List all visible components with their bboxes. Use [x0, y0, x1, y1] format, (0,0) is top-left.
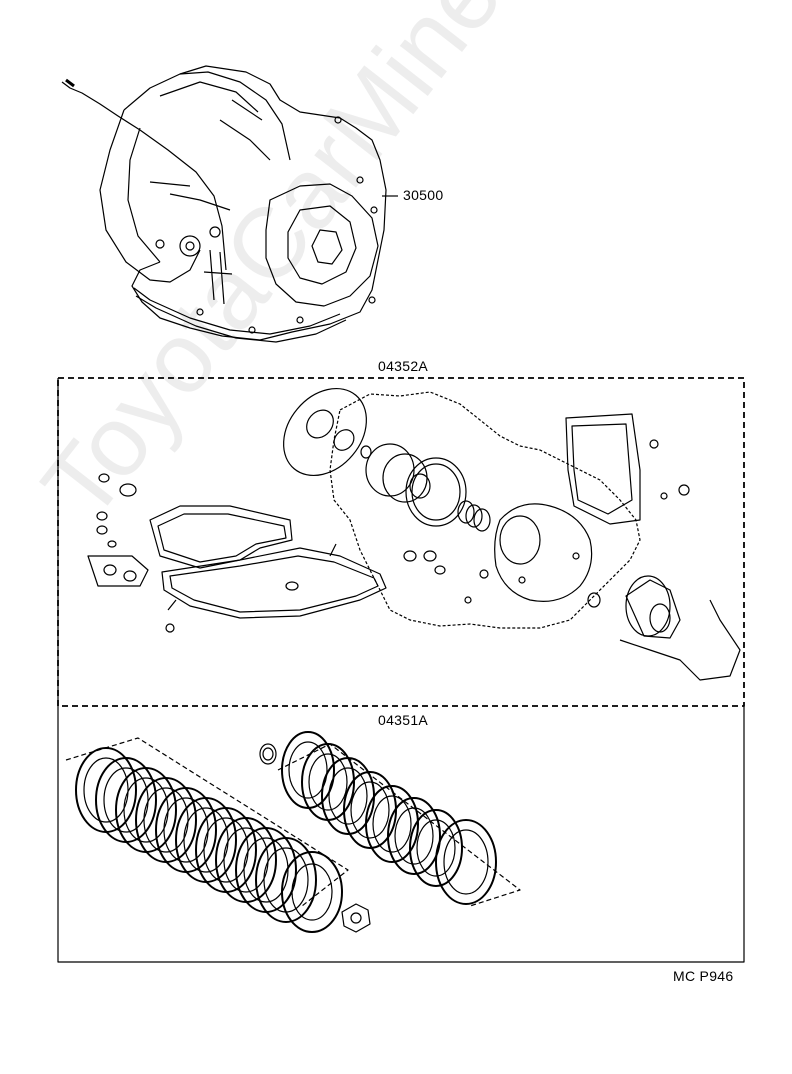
clutch-plate-stack-right [277, 731, 521, 907]
clutch-plate-stack-left [65, 737, 349, 933]
kit-box-04352A [57, 377, 745, 707]
kit-box-04351A [57, 378, 745, 963]
part-number-04352A: 04352A [378, 358, 429, 374]
part-number-30500: 30500 [403, 187, 444, 203]
part-number-04351A: 04351A [378, 712, 429, 728]
transmission-assembly [61, 65, 398, 343]
gasket-kit-parts [87, 387, 741, 681]
snap-rings [259, 743, 371, 933]
figure-code: MC P946 [673, 968, 734, 984]
